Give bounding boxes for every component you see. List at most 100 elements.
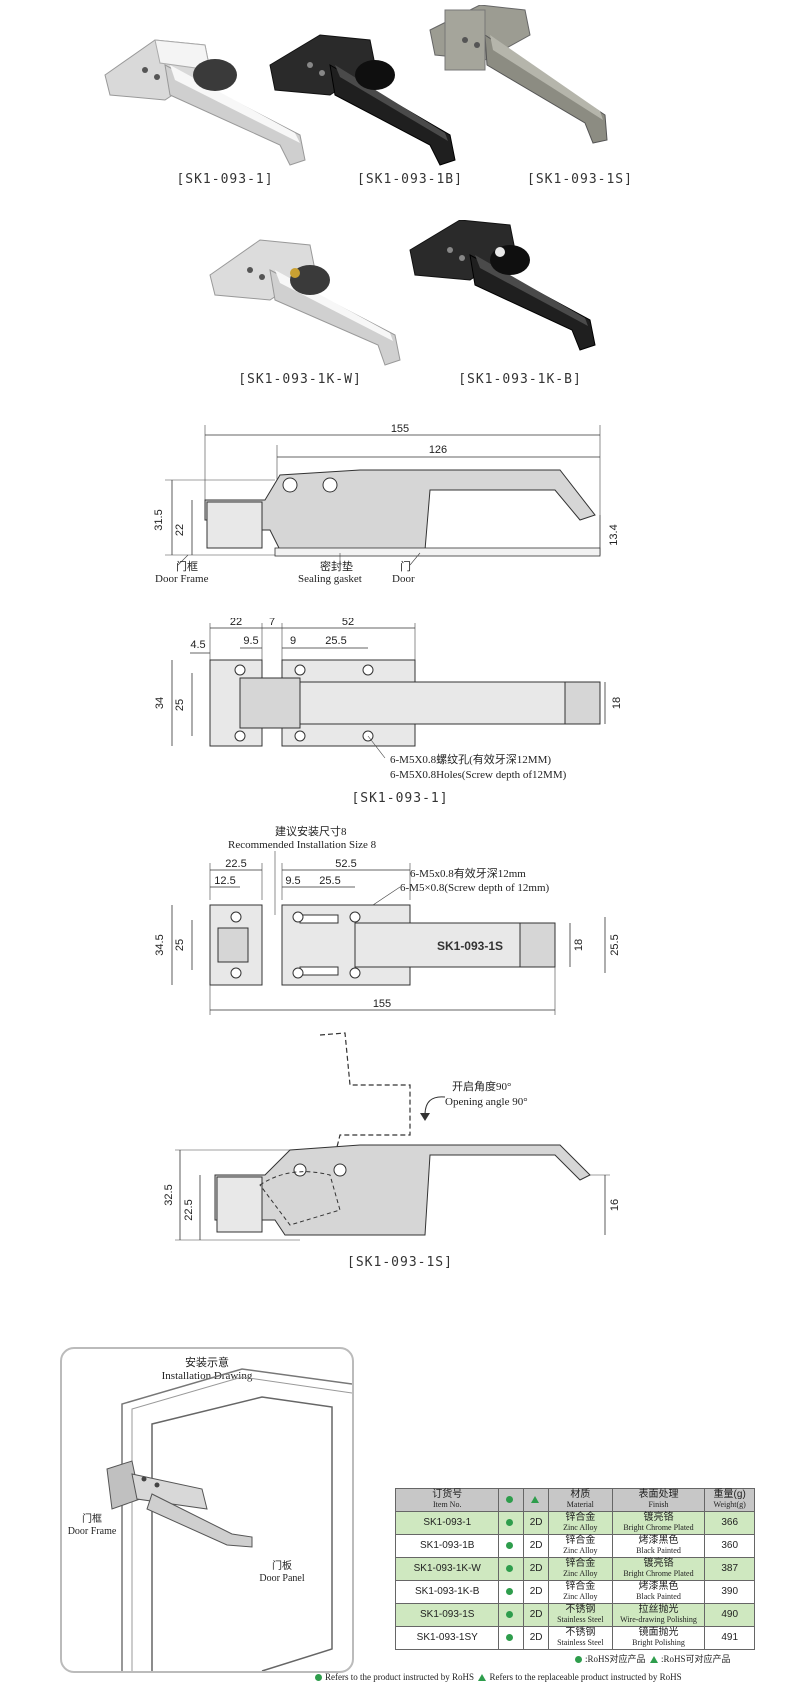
door-frame-en: Door Frame [155,573,209,585]
product-photo-sk1-093-1s [429,5,608,144]
drawing-caption-2: [SK1-093-1S] [347,1255,453,1270]
dim-126: 126 [429,444,447,456]
dim-22: 22 [174,524,186,536]
row-fin-en: Bright Polishing [632,1638,685,1647]
holes-cn: 6-M5X0.8螺纹孔(有效牙深12MM) [390,752,551,766]
dim-25-5-b: 25.5 [319,875,340,887]
rohs-dot [506,1610,514,1618]
stamp-sk1-093-1s: SK1-093-1S [437,939,503,953]
gasket-cn: 密封垫 [320,559,353,573]
opening-angle-drawing: 开启角度90° Opening angle 90° 32.5 22.5 16 [163,1032,621,1241]
dim-52: 52 [342,618,354,628]
dim-22-5-b: 22.5 [183,1199,195,1220]
product-photo-sk1-093-1k-b [409,220,596,351]
product-label-2: [SK1-093-1B] [357,172,463,187]
rohs-legend-icon [575,1656,582,1664]
product-label-4: [SK1-093-1K-W] [238,372,362,387]
row-fin-en: Black Painted [636,1546,681,1555]
row-item: SK1-093-1K-W [394,1557,500,1581]
dim-18-b: 18 [573,939,585,951]
row-item: SK1-093-1SY [394,1626,500,1650]
row-fin-cn: 拉丝抛光 [638,1604,679,1615]
dim-18: 18 [611,697,623,709]
dim-25-5-c: 25.5 [609,934,621,955]
top-view-drawing: 22 7 52 4.5 9.5 9 25.5 34 25 18 6-M5X0.8… [154,618,623,781]
installation-drawing-panel: 安装示意 Installation Drawing 门框 Door Frame … [60,1347,354,1673]
dim-25: 25 [174,699,186,711]
row-rohs: 2D [523,1534,550,1558]
install-panel-en: Door Panel [259,1573,305,1584]
row-fin-cn: 镀亮铬 [643,1512,674,1523]
row-mat-en: Zinc Alloy [563,1592,598,1601]
row-item: SK1-093-1 [394,1511,500,1535]
dim-32-5: 32.5 [163,1184,175,1205]
legend-rohs-cn: :RoHS对应产品 [585,1654,646,1664]
side-view-drawing: 155 126 31.5 22 13.4 门框 Door Frame 密封垫 S… [153,423,620,585]
door-en: Door [392,573,415,585]
dim-34-5: 34.5 [154,934,166,955]
row-mat-cn: 锌合金 [565,1581,596,1592]
dim-9-5-b: 9.5 [285,875,300,887]
row-mat-cn: 不锈钢 [565,1604,596,1615]
door-cn: 门 [400,559,411,573]
rohs-dot [506,1541,514,1549]
rohs-legend-icon-en [315,1674,322,1682]
product-label-1: [SK1-093-1] [176,172,274,187]
drawing-caption-1: [SK1-093-1] [351,791,449,806]
hdr-finish-cn: 表面处理 [638,1489,679,1500]
row-fin-en: Wire-drawing Polishing [620,1615,697,1624]
product-label-3: [SK1-093-1S] [527,172,633,187]
row-mat-en: Stainless Steel [557,1615,604,1624]
product-photo-sk1-093-1b [269,34,456,166]
hdr-weight-cn: 重量(g) [713,1489,746,1500]
rohs-dot [506,1564,514,1572]
hdr-material-cn: 材质 [570,1489,591,1500]
top-view-drawing-1s: 建议安装尺寸8 Recommended Installation Size 8 … [154,825,621,1015]
row-item: SK1-093-1S [394,1603,500,1627]
row-rohs: 2D [523,1603,550,1627]
rohs-icon [506,1495,514,1503]
product-photo-sk1-093-1 [104,39,306,166]
holes-1s-en: 6-M5×0.8(Screw depth of 12mm) [400,882,550,894]
rohs-replace-legend-icon [650,1656,659,1664]
dim-31-5: 31.5 [153,509,165,530]
dim-12-5: 12.5 [214,875,235,887]
row-rohs: 2D [523,1626,550,1650]
product-label-5: [SK1-093-1K-B] [458,372,582,387]
angle-en: Opening angle 90° [445,1096,528,1108]
rohs-replace-icon [530,1495,539,1503]
row-mat-cn: 锌合金 [565,1535,596,1546]
row-mat-en: Zinc Alloy [563,1523,598,1532]
dim-16: 16 [609,1199,621,1211]
row-weight: 490 [704,1603,755,1627]
row-fin-en: Black Painted [636,1592,681,1601]
row-weight: 390 [704,1580,755,1604]
row-mat-cn: 不锈钢 [565,1627,596,1638]
dim-7: 7 [269,618,275,628]
product-photo-sk1-093-1k-w [209,239,401,366]
row-fin-cn: 镜面抛光 [638,1627,679,1638]
hdr-finish-en: Finish [648,1500,669,1509]
dim-155-b: 155 [373,998,391,1010]
row-fin-cn: 烤漆黑色 [638,1535,679,1546]
row-item: SK1-093-1K-B [394,1580,500,1604]
holes-en: 6-M5X0.8Holes(Screw depth of12MM) [390,769,567,781]
row-fin-en: Bright Chrome Plated [623,1523,694,1532]
legend-en: Refers to the product instructed by RoHS… [315,1672,682,1682]
gasket-en: Sealing gasket [298,573,362,585]
door-frame-cn: 门框 [176,559,198,573]
row-item: SK1-093-1B [394,1534,500,1558]
dim-4-5: 4.5 [190,639,205,651]
row-fin-cn: 镀亮铬 [643,1558,674,1569]
rohs-dot [506,1633,514,1641]
row-rohs: 2D [523,1511,550,1535]
legend-rohs-en: Refers to the product instructed by RoHS [325,1672,474,1682]
row-mat-en: Zinc Alloy [563,1546,598,1555]
row-weight: 366 [704,1511,755,1535]
